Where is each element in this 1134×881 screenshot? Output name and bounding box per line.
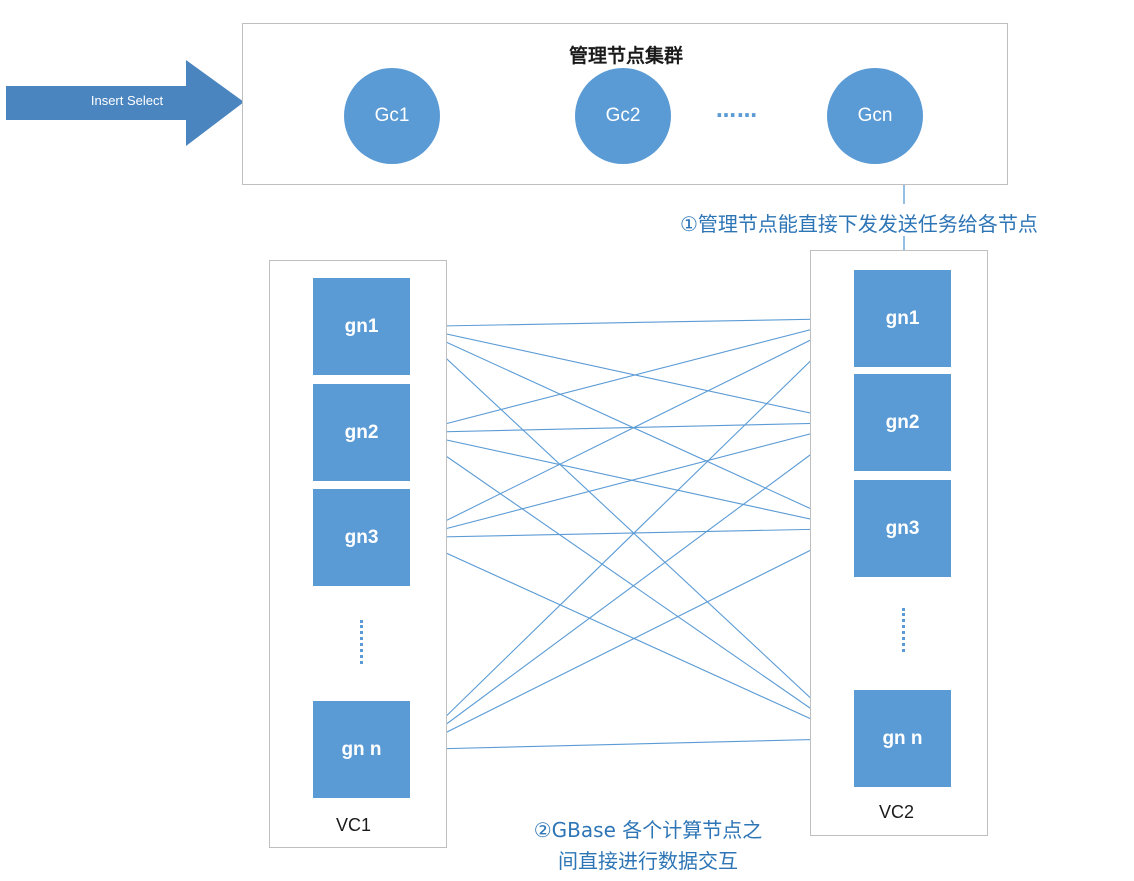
vc2-gnn-node: gn n bbox=[854, 690, 951, 787]
vc1-label: VC1 bbox=[336, 815, 372, 835]
management-ellipsis: …… bbox=[716, 98, 758, 122]
insert-select-arrow bbox=[6, 60, 244, 146]
gcn-node: Gcn bbox=[827, 68, 923, 164]
step2-note-line1: ②GBase 各个计算节点之 bbox=[533, 818, 763, 842]
vc2-gn1-node: gn1 bbox=[854, 270, 951, 367]
vc2-gn3-node: gn3 bbox=[854, 480, 951, 577]
link-vc2-gn1-to-vc1-gn2 bbox=[411, 317, 855, 435]
gc2-node: Gc2 bbox=[575, 68, 671, 164]
vc1-ellipsis bbox=[360, 620, 367, 664]
step1-note: ①管理节点能直接下发发送任务给各节点 bbox=[680, 212, 1038, 236]
step2-note-line2: 间直接进行数据交互 bbox=[558, 849, 738, 873]
link-vc2-gn1-to-vc1-gn1 bbox=[411, 317, 855, 332]
vc2-ellipsis bbox=[902, 608, 909, 652]
vc1-gnn-node: gn n bbox=[313, 701, 410, 798]
link-vc2-gn3-to-vc1-gnn bbox=[411, 528, 855, 750]
link-vc2-gnn-to-vc1-gn2 bbox=[411, 431, 855, 739]
link-vc2-gnn-to-vc1-gnn bbox=[411, 737, 855, 755]
link-vc2-gnn-to-vc1-gn3 bbox=[411, 536, 855, 740]
vc1-gn3-node: gn3 bbox=[313, 489, 410, 586]
link-vc2-gn1-to-vc1-gnn bbox=[411, 318, 855, 751]
vc1-gn1-node: gn1 bbox=[313, 278, 410, 375]
vc2-label: VC2 bbox=[879, 802, 915, 822]
management-cluster-title: 管理节点集群 bbox=[568, 45, 683, 67]
insert-select-label: Insert Select bbox=[90, 93, 164, 108]
link-vc2-gn2-to-vc1-gn1 bbox=[411, 323, 855, 424]
gc1-node: Gc1 bbox=[344, 68, 440, 164]
link-vc2-gn3-to-vc1-gn1 bbox=[411, 325, 855, 530]
link-vc2-gnn-to-vc1-gn1 bbox=[411, 325, 855, 739]
link-vc2-gn3-to-vc1-gn2 bbox=[411, 429, 855, 530]
vc2-gn2-node: gn2 bbox=[854, 374, 951, 471]
vc1-gn2-node: gn2 bbox=[313, 384, 410, 481]
step2-note: ②GBase 各个计算节点之 间直接进行数据交互 bbox=[508, 815, 788, 877]
